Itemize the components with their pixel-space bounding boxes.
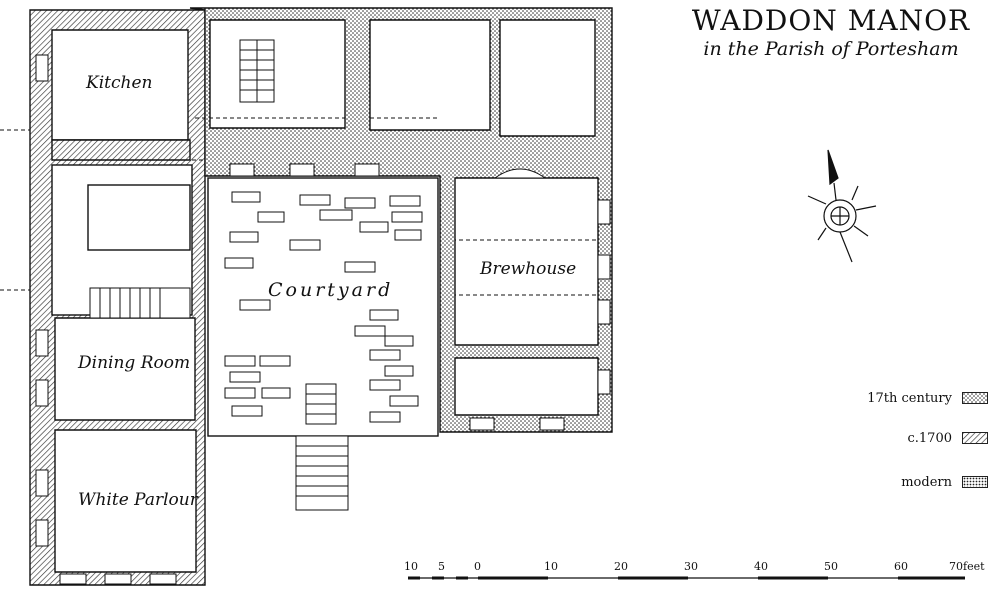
legend-swatch-hatch — [962, 432, 988, 444]
scale-tick-label: 30 — [684, 560, 698, 573]
entrance-steps — [295, 383, 349, 511]
scale-tick-label: 5 — [438, 560, 445, 573]
west-stair — [89, 287, 191, 319]
north-windows — [229, 163, 611, 431]
scale-tick-label: 10 — [544, 560, 558, 573]
north-range-walls — [189, 7, 613, 433]
room-label-kitchen: Kitchen — [85, 73, 152, 93]
room-label-dining-room: Dining Room — [77, 353, 190, 373]
compass-north-arrow-icon — [807, 149, 877, 263]
north-stair — [239, 39, 275, 103]
room-label-brewhouse: Brewhouse — [479, 259, 576, 279]
title-main: WADDON MANOR — [691, 4, 971, 37]
scale-tick-label: 20 — [614, 560, 628, 573]
legend-label: c.1700 — [907, 430, 953, 446]
legend-item-modern: modern — [901, 474, 988, 490]
title-subtitle: in the Parish of Portesham — [703, 38, 959, 60]
west-windows — [35, 54, 177, 585]
scale-tick-label: 70feet — [949, 560, 985, 573]
scale-tick-label: 60 — [894, 560, 908, 573]
legend-item-17th-century: 17th century — [867, 390, 988, 406]
legend-swatch-dense-dots — [962, 476, 988, 488]
scale-tick-label: 10 — [404, 560, 418, 573]
scale-tick-label: 40 — [754, 560, 768, 573]
legend-label: modern — [901, 474, 952, 490]
legend-swatch-dots — [962, 392, 988, 404]
scale-tick-label: 50 — [824, 560, 838, 573]
room-label-white-parlour: White Parlour — [78, 490, 199, 510]
west-range-interior — [51, 164, 193, 316]
scale-tick-label: 0 — [474, 560, 481, 573]
legend-label: 17th century — [867, 390, 952, 406]
legend-item-c1700: c.1700 — [907, 430, 988, 446]
room-label-courtyard: Courtyard — [268, 279, 393, 301]
plan-title: WADDON MANOR in the Parish of Portesham — [672, 4, 990, 60]
